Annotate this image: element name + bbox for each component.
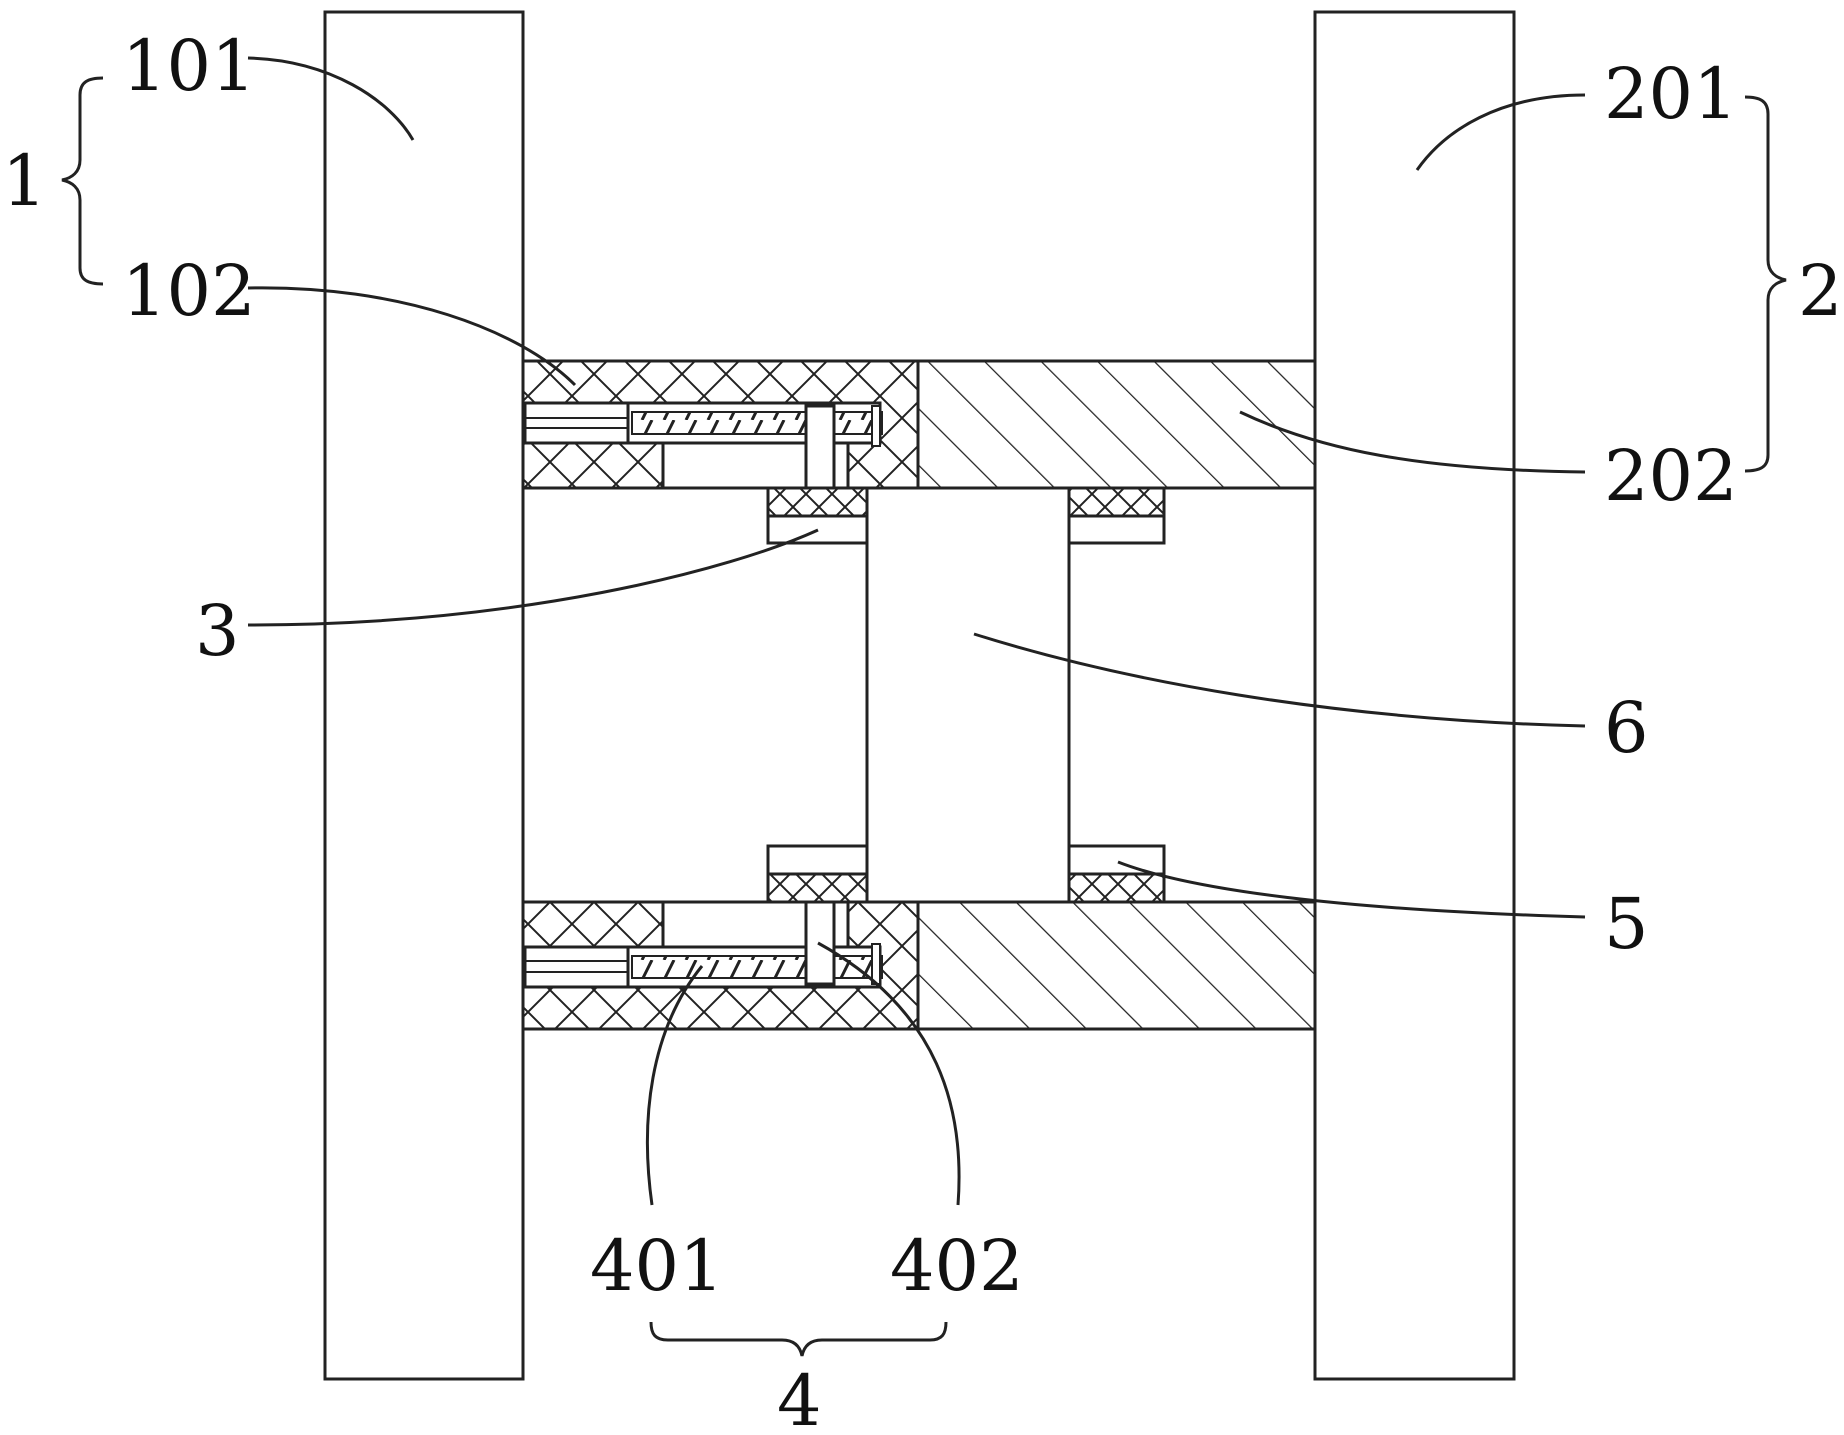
leader-402 — [817, 941, 961, 1206]
leader-401 — [645, 965, 704, 1206]
label-3: 3 — [195, 590, 240, 672]
label-1: 1 — [2, 140, 47, 222]
label-401: 401 — [590, 1225, 724, 1307]
brace-4 — [649, 1321, 948, 1357]
upper-spring — [631, 411, 883, 435]
leader-6 — [973, 632, 1586, 728]
upper-pad-left-hatch — [766, 486, 869, 518]
lower-end-cap — [871, 943, 881, 985]
left-column-101 — [323, 10, 525, 1381]
label-2: 2 — [1798, 250, 1843, 332]
lower-pad-right — [1067, 844, 1166, 876]
upper-pad-right-hatch — [1067, 486, 1166, 518]
upper-end-cap — [871, 405, 881, 447]
upper-pad-right — [1067, 514, 1166, 545]
upper-pin — [804, 404, 836, 490]
label-101: 101 — [122, 25, 256, 107]
label-202: 202 — [1604, 435, 1738, 517]
lower-pad-left — [766, 844, 869, 876]
leader-102 — [247, 286, 577, 387]
brace-2 — [1744, 95, 1787, 473]
lower-beam-right — [916, 900, 1317, 1031]
lower-pad-right-hatch — [1067, 872, 1166, 904]
leader-5 — [1117, 860, 1586, 919]
leader-101 — [247, 56, 415, 141]
label-4: 4 — [777, 1360, 822, 1435]
label-5: 5 — [1604, 883, 1649, 965]
label-102: 102 — [122, 250, 256, 332]
leader-202 — [1239, 410, 1586, 474]
center-block-6 — [865, 486, 1071, 904]
right-column-201 — [1313, 10, 1516, 1381]
label-6: 6 — [1604, 687, 1649, 769]
label-201: 201 — [1604, 53, 1738, 135]
leader-3 — [247, 528, 819, 627]
label-402: 402 — [890, 1225, 1024, 1307]
lower-pad-left-hatch — [766, 872, 869, 904]
brace-1 — [61, 76, 104, 286]
leader-201 — [1415, 93, 1586, 171]
upper-beam-202 — [916, 359, 1317, 490]
